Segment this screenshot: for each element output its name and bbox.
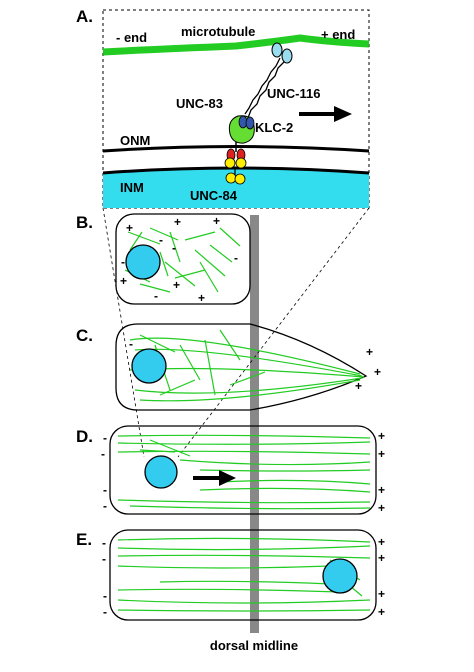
minus-sign: - bbox=[121, 255, 125, 269]
unc116-stalk bbox=[244, 57, 281, 115]
panel-c-label: C. bbox=[76, 326, 93, 345]
unc116-stalk bbox=[247, 61, 285, 119]
plus-sign: + bbox=[378, 429, 385, 443]
minus-sign: - bbox=[129, 337, 133, 351]
panel-b-label: B. bbox=[76, 213, 93, 232]
minus-sign: - bbox=[172, 241, 176, 255]
panel-d-label: D. bbox=[76, 427, 93, 446]
unc83-label: UNC-83 bbox=[176, 96, 223, 111]
plus-sign: + bbox=[378, 447, 385, 461]
inm-band bbox=[103, 167, 369, 208]
plus-end-label: + end bbox=[321, 27, 355, 42]
plus-sign: + bbox=[174, 215, 181, 229]
plus-sign: + bbox=[378, 587, 385, 601]
minus-sign: - bbox=[101, 447, 105, 461]
plus-sign: + bbox=[378, 551, 385, 565]
nucleus-e bbox=[322, 558, 358, 594]
plus-sign: + bbox=[120, 274, 127, 288]
plus-sign: + bbox=[378, 501, 385, 515]
panel-a: A. - end + end microtubule UNC-116 UNC-8… bbox=[76, 7, 370, 209]
plus-sign: + bbox=[213, 214, 220, 228]
dorsal-midline-label: dorsal midline bbox=[210, 638, 298, 653]
panel-a-label: A. bbox=[76, 7, 93, 26]
microtubule bbox=[102, 34, 370, 56]
plus-sign: + bbox=[378, 535, 385, 549]
plus-sign: + bbox=[173, 278, 180, 292]
plus-sign: + bbox=[366, 345, 373, 359]
minus-sign: - bbox=[154, 289, 158, 303]
cell-d bbox=[109, 425, 377, 515]
panel-d: D. - - - - + + + + bbox=[76, 425, 385, 515]
cell-c bbox=[115, 323, 368, 411]
plus-sign: + bbox=[378, 483, 385, 497]
plus-sign: + bbox=[355, 379, 362, 393]
minus-sign: - bbox=[103, 589, 107, 603]
microtubules-d bbox=[117, 434, 371, 510]
onm-label: ONM bbox=[120, 133, 150, 148]
movement-arrow-head bbox=[334, 106, 352, 122]
minus-sign: - bbox=[234, 251, 238, 265]
minus-sign: - bbox=[103, 483, 107, 497]
nucleus-c bbox=[131, 348, 167, 384]
zoom-line bbox=[177, 207, 370, 458]
dorsal-midline-bar bbox=[250, 215, 259, 633]
minus-sign: - bbox=[102, 552, 106, 566]
minus-sign: - bbox=[103, 431, 107, 445]
unc84-protein bbox=[224, 157, 236, 169]
cell-e bbox=[109, 529, 377, 621]
klc2-protein bbox=[245, 116, 255, 130]
plus-sign: + bbox=[378, 605, 385, 619]
klc2-label: KLC-2 bbox=[255, 120, 293, 135]
unc116-label: UNC-116 bbox=[267, 86, 320, 101]
inm-membrane bbox=[102, 166, 370, 175]
panel-c: C. - + + + bbox=[76, 323, 381, 411]
minus-sign: - bbox=[159, 233, 163, 247]
unc84-protein bbox=[235, 157, 247, 169]
plus-sign: + bbox=[198, 291, 205, 305]
minus-end-label: - end bbox=[116, 30, 147, 45]
minus-sign: - bbox=[103, 605, 107, 619]
unc84-label: UNC-84 bbox=[190, 188, 238, 203]
cell-b bbox=[115, 213, 251, 305]
microtubules-e bbox=[117, 537, 371, 612]
microtubules-b bbox=[124, 227, 241, 293]
minus-sign: - bbox=[103, 499, 107, 513]
plus-sign: + bbox=[374, 365, 381, 379]
unc84-protein bbox=[234, 173, 246, 185]
minus-sign: - bbox=[102, 536, 106, 550]
inm-label: INM bbox=[120, 180, 144, 195]
nucleus-d bbox=[144, 455, 178, 489]
unc116-head bbox=[271, 42, 283, 58]
panel-e-label: E. bbox=[76, 530, 92, 549]
microtubule-label: microtubule bbox=[181, 24, 255, 39]
nucleus-b bbox=[125, 244, 161, 280]
panel-e: E. - - - - + + + + bbox=[76, 529, 385, 621]
movement-arrow-head bbox=[219, 470, 236, 486]
unc116-head bbox=[281, 48, 293, 64]
zoom-line bbox=[102, 207, 145, 458]
plus-sign: + bbox=[126, 221, 133, 235]
panel-b: B. + + + - - - + + + - - bbox=[76, 213, 251, 305]
